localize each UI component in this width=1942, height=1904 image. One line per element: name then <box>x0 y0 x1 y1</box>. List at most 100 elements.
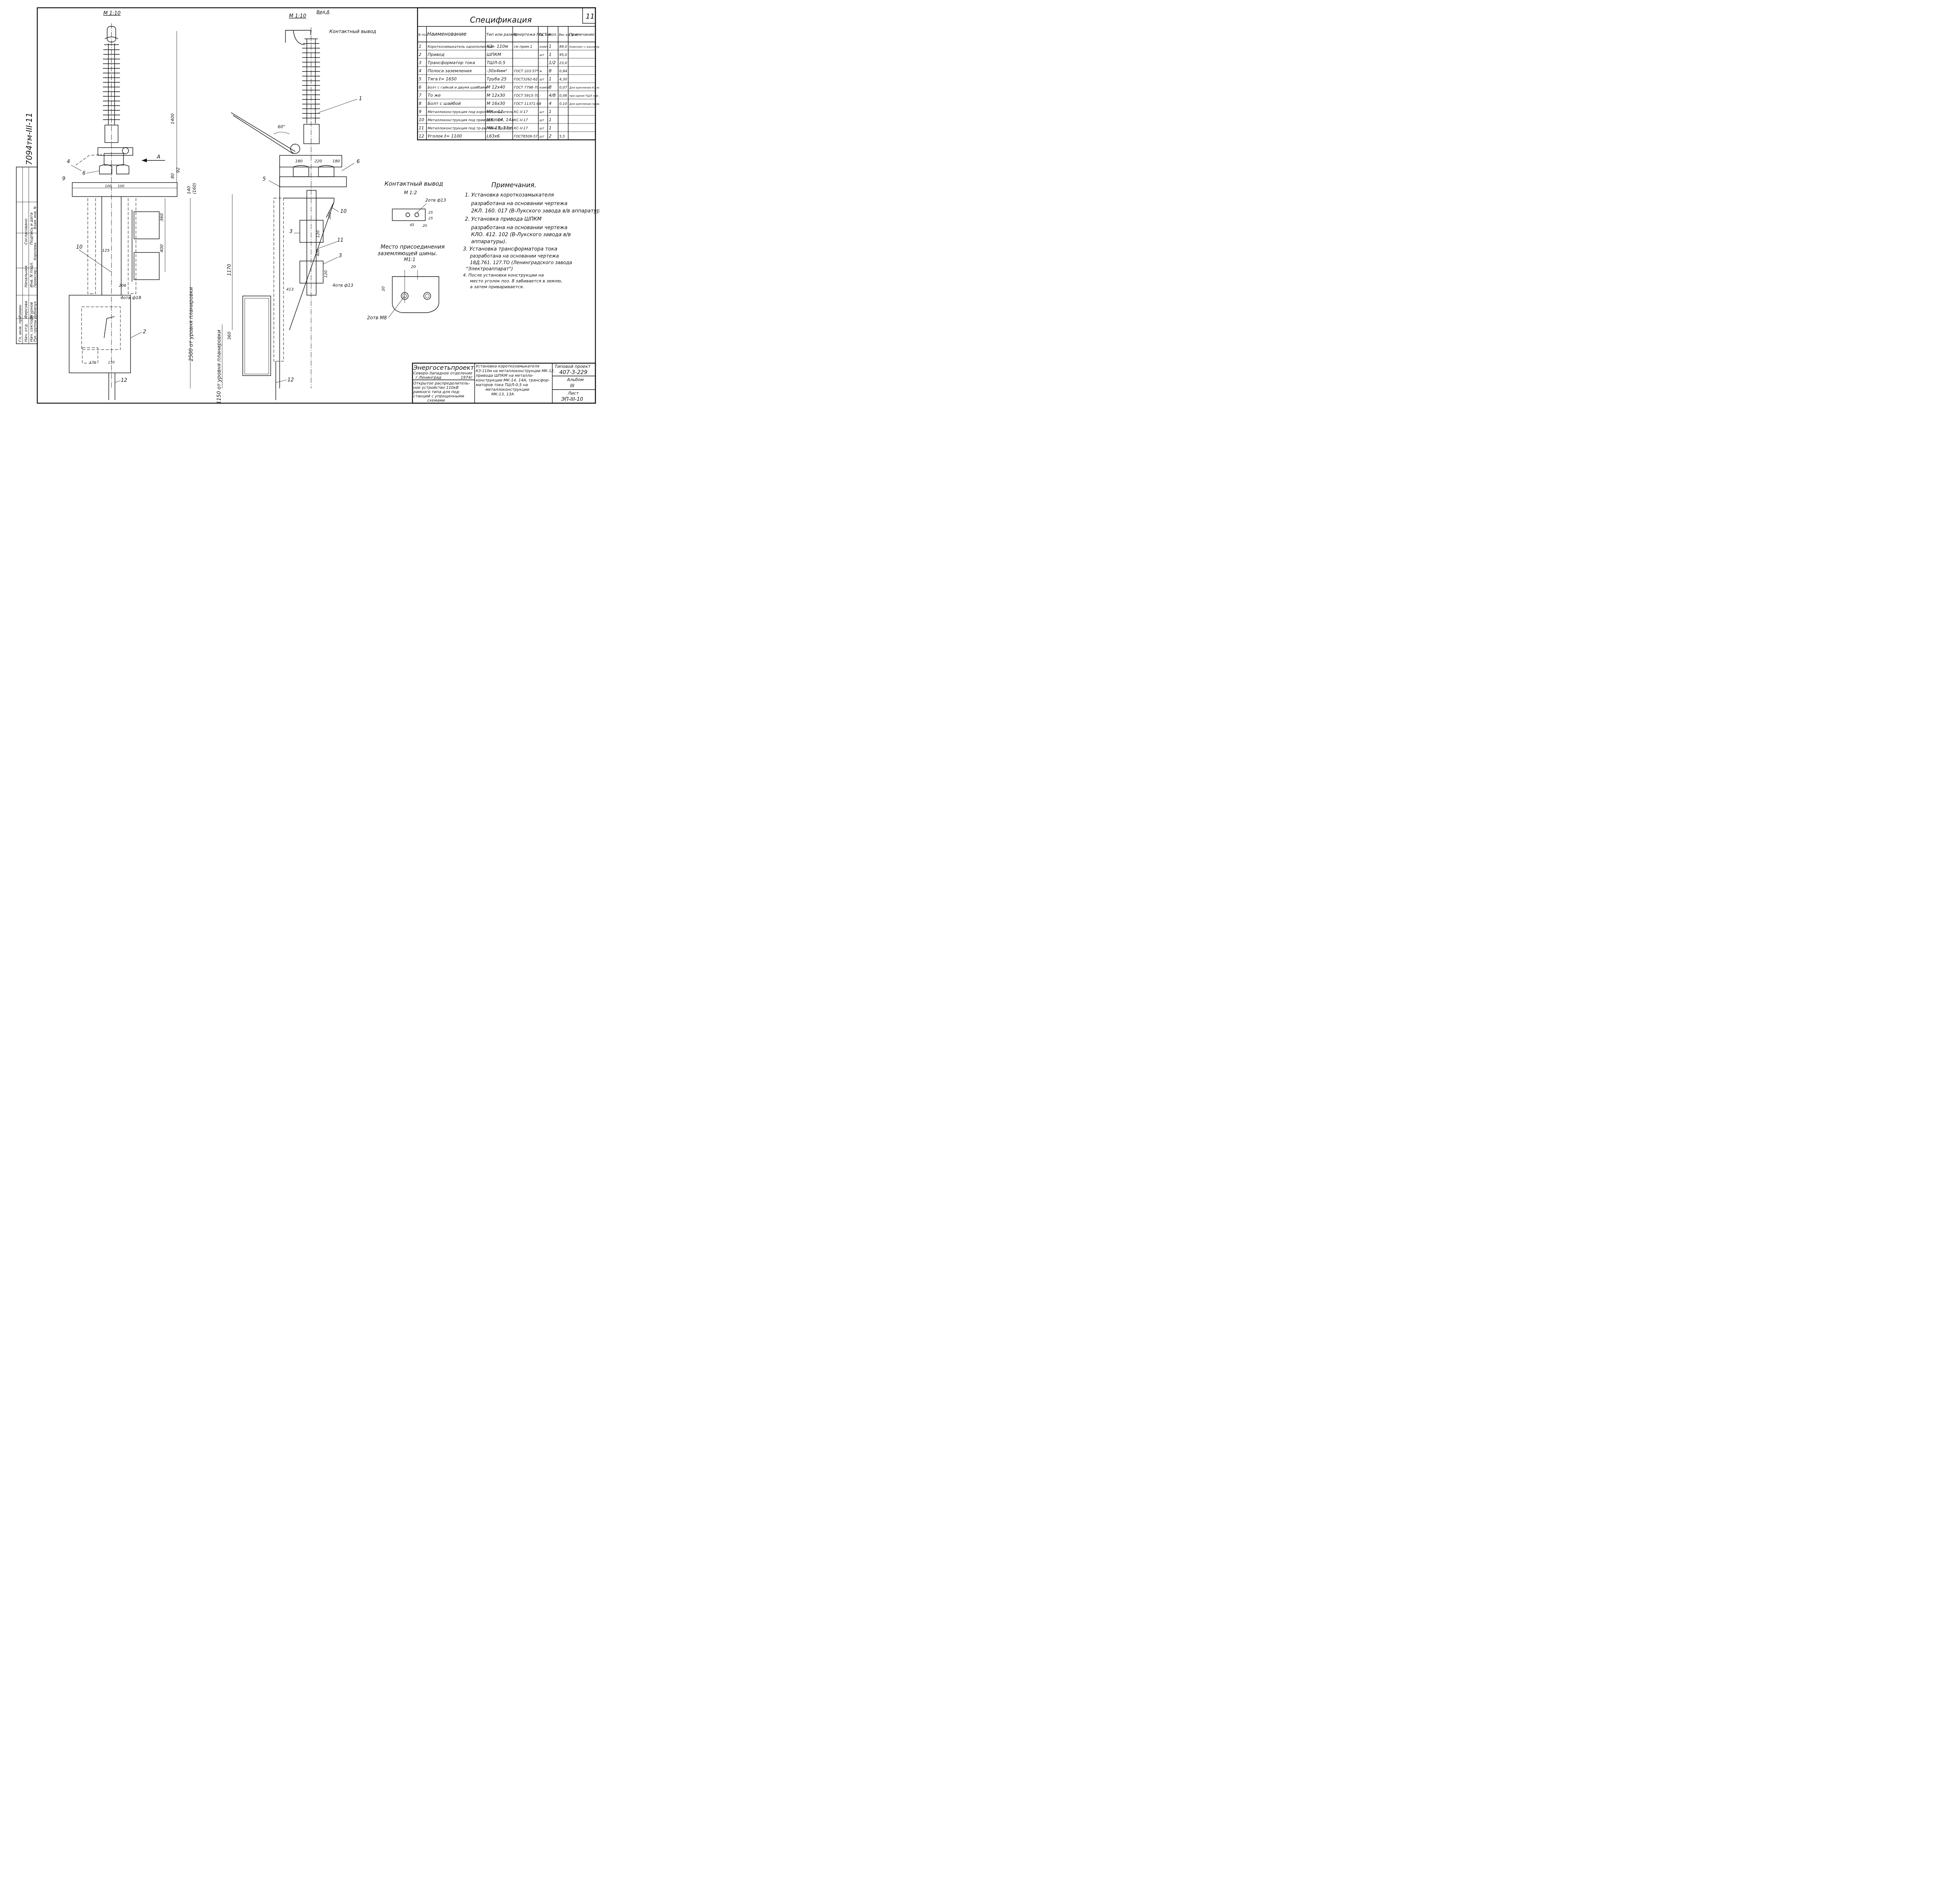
tb-object-4: станций с упрощенными <box>413 394 465 399</box>
spec-cell-6-2: М 12x30 <box>487 93 505 98</box>
tb-desc-4: конструкции МК-14, 14А, трансфор- <box>476 378 550 383</box>
spec-cell-10-4: шт <box>539 127 544 130</box>
detail-contact-holes: 2отв ф13 <box>425 198 446 203</box>
spec-header-1: Наименование <box>427 31 466 37</box>
detail-ground-scale: М1:1 <box>404 257 416 262</box>
spec-cell-7-6: 0,10 <box>559 102 567 106</box>
spec-cell-0-5: 1 <box>549 44 552 49</box>
dim-180b: 180 <box>295 159 303 164</box>
spec-cell-4-4: шт <box>539 78 544 81</box>
tb-desc-2: КЗ-110м на металлоконструкции МК-12, <box>476 369 555 373</box>
tb-object-2: ное устройство 110кВ <box>413 386 459 390</box>
spec-header-2: Тип или размер <box>486 33 519 37</box>
spec-cell-4-5: 1 <box>549 77 552 82</box>
note-line-4: 2. Установка привода ШПКМ <box>465 216 541 222</box>
spec-cell-9-1: Металлоконструкция под привод ШПКМ <box>428 118 503 122</box>
notes-title: Примечания. <box>491 181 536 189</box>
spec-cell-3-0: 4 <box>419 68 421 73</box>
left-ct-lower <box>134 252 160 280</box>
spec-cell-7-4: - <box>539 102 541 106</box>
strip-note-2: Согласовано <box>24 219 28 245</box>
stamp-role-5: Проектир. <box>33 268 37 287</box>
spec-cell-5-2: М 12x40 <box>487 85 505 90</box>
right-beam-mk12 <box>279 176 347 187</box>
stamp-role-1: Гл. инж. пр. <box>18 317 23 342</box>
dim-25a: 25 <box>428 211 433 215</box>
callout-3b: 3 <box>339 253 342 259</box>
left-stamp-strip: Гл. инж. пр. Фомин Нач. отд. Фирсова Нач… <box>16 113 38 344</box>
strip-note-3: Инв. N подл. <box>30 262 34 287</box>
stamp-role-3: Нач. сектора <box>30 315 34 342</box>
dim-20-contact: 20 <box>423 224 427 228</box>
spec-cell-4-0: 5 <box>419 77 421 82</box>
spec-cell-0-4: комп <box>539 45 548 49</box>
spec-cell-6-3: ГОСТ 5915-70 <box>514 94 539 98</box>
right-rod-5 <box>289 202 334 331</box>
dim-100b: 100 <box>118 184 124 188</box>
spec-cell-7-1: Болт с шайбой <box>428 101 461 106</box>
note-line-8: 3. Установка трансформатора тока <box>463 246 557 252</box>
tb-typical-project: 407-3-229 <box>559 369 588 376</box>
spec-cell-5-1: Болт с гайкой и двумя шайбами <box>428 86 487 90</box>
spec-cell-11-3: ГОСТ8509-57 <box>514 135 538 139</box>
spec-cell-11-2: L63x6 <box>487 134 500 139</box>
spec-cell-6-7: при одном ТШЛ при двух ТШЛ <box>569 94 599 97</box>
right-view-label: Вид А <box>317 9 329 14</box>
detail-contact-title: Контактный вывод <box>385 180 443 187</box>
spec-cell-11-4: шт <box>539 135 544 138</box>
spec-cell-2-4: - <box>539 61 541 65</box>
left-drive-shpkm <box>69 295 131 373</box>
spec-cell-6-4: - <box>539 94 541 97</box>
spec-cell-8-4: шт <box>539 110 544 114</box>
spec-cell-6-1: То же <box>428 93 441 98</box>
detail-ground-title-2: заземляющей шины. <box>378 251 437 257</box>
dim-92: 92 <box>176 167 181 173</box>
spec-cell-11-5: 2 <box>549 134 552 139</box>
tb-album-label: Альбом <box>567 377 584 382</box>
spec-cell-2-5: 1/2 <box>549 60 556 65</box>
spec-cell-9-3: КС-V-17 <box>514 118 528 122</box>
title-block: Энергосетьпроект Северо-Западное отделен… <box>412 362 596 404</box>
spec-cell-9-4: шт <box>539 118 544 122</box>
note-line-6: КЛО. 412. 102 (В-Лукского завода в/в <box>471 232 571 238</box>
note-line-1: 1. Установка короткозамыкателя <box>465 192 554 198</box>
note-line-12: 4. После установки конструкции на <box>463 273 544 278</box>
spec-cell-7-7: Для крепления привода поз.2 <box>569 103 599 106</box>
left-ct-upper <box>134 211 160 239</box>
callout-9: 9 <box>62 176 65 182</box>
left-view-scale: М 1:10 <box>103 10 121 16</box>
callout-3a: 3 <box>289 229 292 235</box>
dim-1400: 1400 <box>170 113 175 124</box>
spec-cell-3-6: 0,94 <box>559 70 567 73</box>
spec-cell-5-6: 0,07 <box>559 86 567 90</box>
spec-cell-11-1: Уголок ℓ= 1100 <box>428 134 462 139</box>
dim-170a: 170 <box>89 361 96 365</box>
spec-cell-0-7: Комплект с изоляторами, КЗ и шарниром <box>569 45 599 49</box>
spec-cell-7-0: 8 <box>419 101 421 106</box>
dim-125: 125 <box>102 249 110 253</box>
stamp-name-1: Фомин <box>18 305 23 318</box>
spec-title: Спецификация <box>470 15 532 24</box>
dim-400-right: 400 <box>316 249 320 256</box>
spec-cell-7-3: ГОСТ 11371-68 <box>514 102 541 106</box>
spec-cell-5-4: компл <box>539 86 550 89</box>
dim-180a: 180 <box>332 159 340 164</box>
dim-360-lower: 360 <box>227 332 232 340</box>
spec-cell-3-1: Полоса заземления <box>428 68 472 73</box>
spec-cell-1-0: 2 <box>419 52 421 57</box>
spec-cell-10-1: Металлоконструкция под тр-ры тока ТШЛ-0,… <box>428 127 513 131</box>
tb-desc-5: маторов тока ТШЛ-0,5 на <box>476 383 528 387</box>
note-line-5: разработана на основании чертежа <box>471 225 567 231</box>
strip-note-4: Подпись и дата <box>30 212 34 245</box>
contact-lead-label: Контактный вывод <box>329 29 376 34</box>
spec-cell-2-6: 23,0 <box>559 61 567 65</box>
tb-sheet-label: Лист <box>567 391 579 396</box>
right-view-scale: М 1:10 <box>289 13 306 19</box>
dim-80: 80 <box>170 173 175 179</box>
dim-2500: 2500 от уровня планировки <box>188 287 194 361</box>
spec-cell-10-5: 1 <box>549 125 552 131</box>
tb-year: 1974г <box>461 376 473 380</box>
spec-cell-9-2: МК - 14, 14а <box>487 117 514 122</box>
note-line-2: разработана на основании чертежа <box>471 201 567 207</box>
dim-360-right: 360 <box>328 212 332 219</box>
